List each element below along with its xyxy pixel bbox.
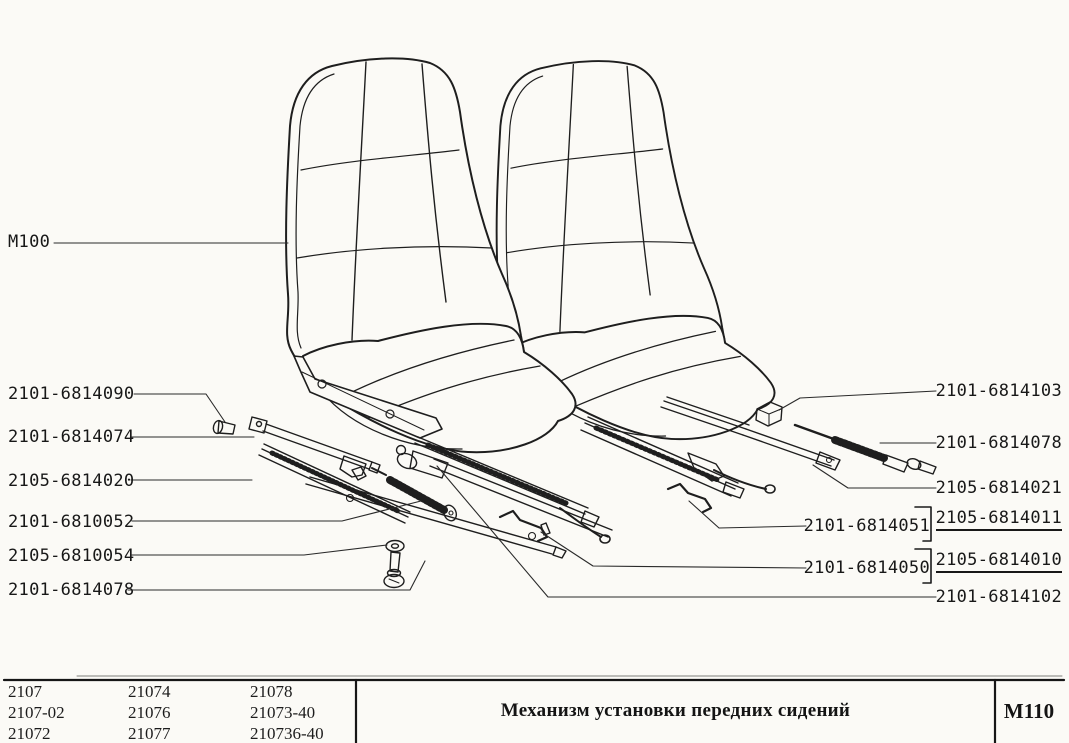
sheet-title: Механизм установки передних сидений	[500, 700, 851, 721]
bracket-glyph	[914, 506, 932, 542]
bolt-part	[383, 551, 405, 589]
part-label: 2105-6810054	[8, 546, 135, 566]
spring-rod-part	[793, 423, 937, 475]
model-number: 21077	[128, 724, 171, 743]
model-number: 21076	[128, 703, 171, 722]
mount-bracket-part	[755, 401, 783, 427]
callout-brackets	[914, 506, 932, 584]
tension-spring-part	[371, 467, 458, 522]
model-number: 2107-02	[8, 703, 65, 722]
figure-ref-label: M100	[8, 232, 51, 252]
part-label: 2101-6814102	[935, 587, 1062, 607]
leader-lines	[53, 242, 937, 598]
title-block-rules	[2, 675, 1066, 743]
model-number: 21072	[8, 724, 51, 743]
model-number: 21073-40	[250, 703, 316, 722]
sheet-code: M110	[1003, 699, 1055, 723]
part-label: 2101-6814051	[803, 516, 930, 536]
adjuster-rod-part	[248, 416, 381, 481]
model-number: 2107	[8, 682, 42, 701]
part-label: 2101-6814074	[8, 427, 135, 447]
washer-part	[385, 539, 405, 553]
bracket-glyph	[914, 548, 932, 584]
model-number: 21078	[250, 682, 293, 701]
part-label: 2101-6814103	[935, 381, 1062, 401]
right-latch-clip-part	[666, 482, 713, 514]
part-label-alternate: 2105-6814010	[935, 550, 1062, 573]
part-label: 2105-6814020	[8, 471, 135, 491]
part-label-alternate: 2105-6814011	[935, 508, 1062, 531]
latch-clip-part	[498, 509, 551, 543]
right-seat-illustration	[495, 60, 776, 441]
model-number: 21074	[128, 682, 171, 701]
part-label: 2105-6814021	[935, 478, 1062, 498]
left-seat-illustration	[285, 57, 577, 454]
right-upper-rail-part	[660, 396, 841, 471]
pin-part	[212, 419, 236, 435]
part-label: 2101-6810052	[8, 512, 135, 532]
model-number: 210736-40	[250, 724, 324, 743]
inner-rail-latch-part	[395, 436, 613, 544]
part-label: 2101-6814090	[8, 384, 135, 404]
right-outer-rail-part	[580, 416, 776, 499]
part-label: 2101-6814078	[8, 580, 135, 600]
outer-slide-rail-part	[258, 443, 567, 559]
part-label: 2101-6814050	[803, 558, 930, 578]
seat-base-panel	[293, 355, 443, 439]
part-label: 2101-6814078	[935, 433, 1062, 453]
